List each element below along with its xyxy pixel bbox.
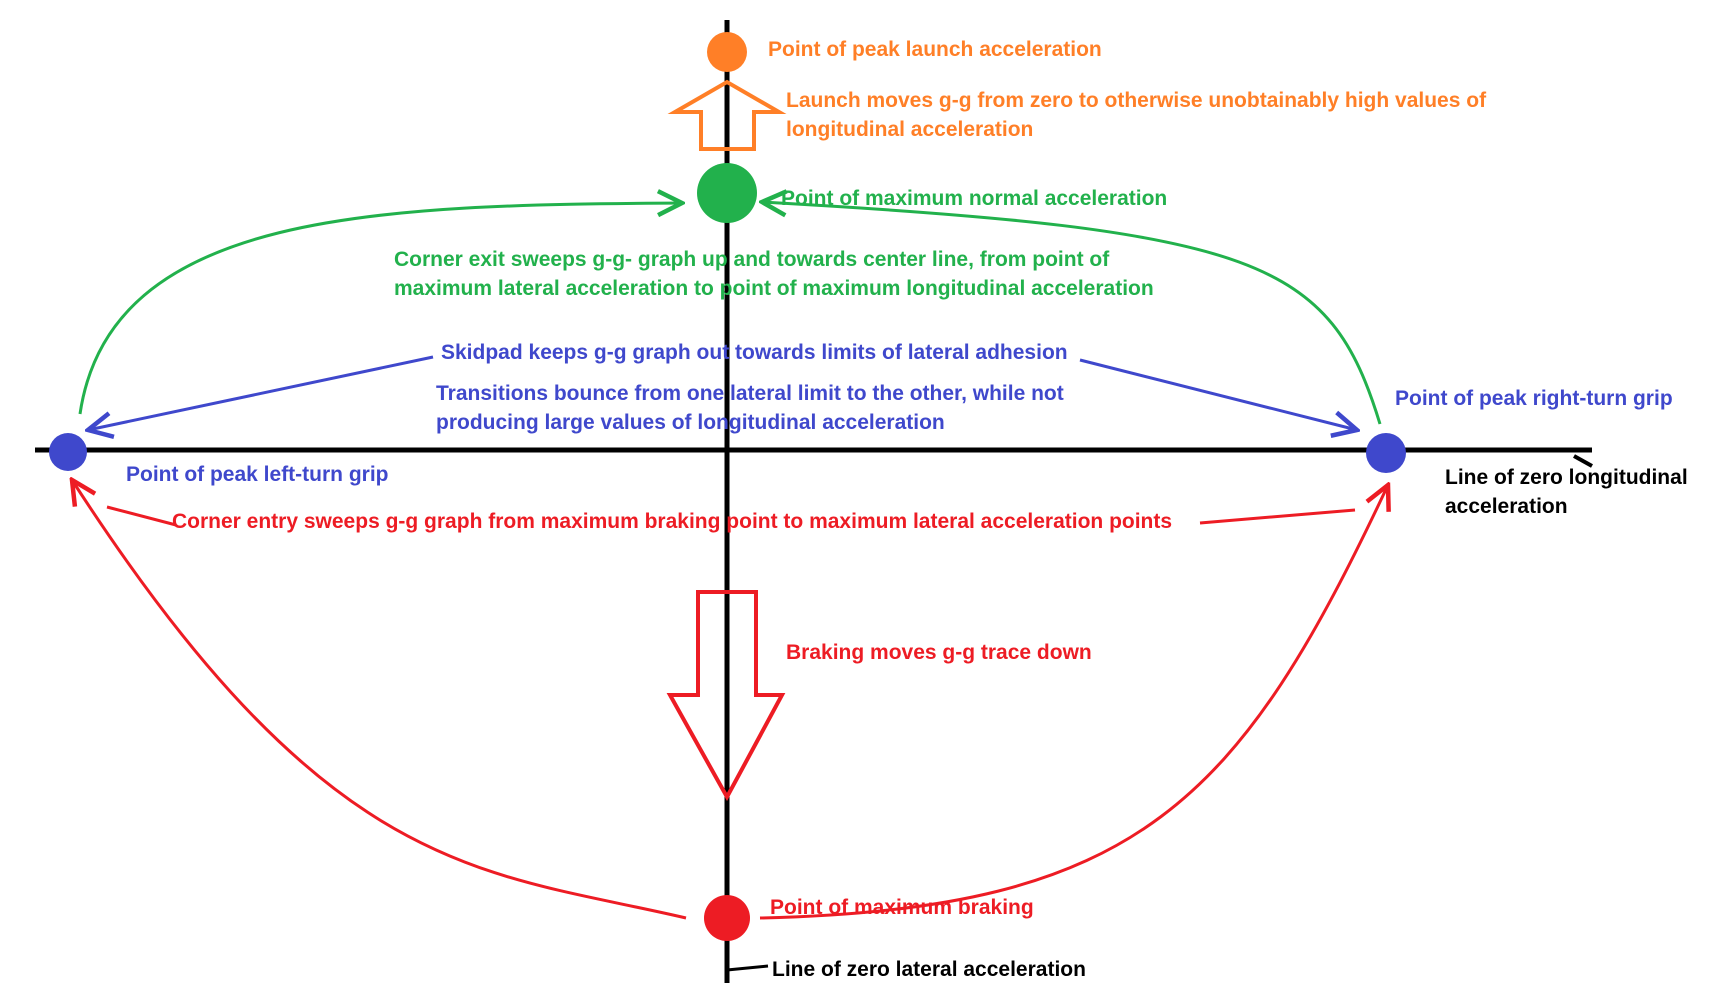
corner-entry-label: Corner entry sweeps g-g graph from maxim…	[172, 510, 1172, 533]
skidpad-left-arrow	[88, 355, 434, 430]
max-braking-label: Point of maximum braking	[770, 896, 1034, 919]
peak-launch-point	[707, 32, 747, 72]
launch-note-line-2: longitudinal acceleration	[786, 118, 1033, 141]
skidpad-right-arrow	[1079, 358, 1357, 430]
launch-up-arrow	[667, 79, 787, 151]
peak-launch-label: Point of peak launch acceleration	[768, 38, 1102, 61]
transitions-line-2: producing large values of longitudinal a…	[436, 411, 945, 434]
braking-down-arrow	[666, 590, 786, 802]
zero-longitudinal-label-line-2: acceleration	[1445, 495, 1568, 518]
peak-right-turn-point	[1366, 433, 1406, 473]
peak-left-turn-point	[49, 433, 87, 471]
zero-longitudinal-label-line-1: Line of zero longitudinal	[1445, 466, 1688, 489]
launch-note-line-1: Launch moves g-g from zero to otherwise …	[786, 89, 1487, 112]
corner-entry-left-pointer	[106, 505, 177, 527]
axis-end-tick	[1573, 454, 1593, 468]
axis-label-tick	[726, 964, 769, 972]
max-normal-point	[697, 163, 757, 223]
corner-exit-left-arrow	[78, 203, 682, 415]
corner-exit-line-2: maximum lateral acceleration to point of…	[394, 277, 1154, 300]
corner-exit-right-arrow	[762, 202, 1382, 425]
corner-exit-line-1: Corner exit sweeps g-g- graph up and tow…	[394, 248, 1110, 271]
corner-entry-right-pointer	[1199, 508, 1356, 525]
zero-lateral-label: Line of zero lateral acceleration	[772, 958, 1086, 981]
max-normal-label: Point of maximum normal acceleration	[781, 187, 1167, 210]
corner-entry-left-arrow	[72, 480, 687, 920]
peak-left-turn-label: Point of peak left-turn grip	[126, 463, 389, 486]
transitions-line-1: Transitions bounce from one lateral limi…	[436, 382, 1064, 405]
peak-right-turn-label: Point of peak right-turn grip	[1395, 387, 1673, 410]
corner-entry-right-arrow	[759, 485, 1388, 920]
max-braking-point	[704, 895, 750, 941]
skidpad-label: Skidpad keeps g-g graph out towards limi…	[441, 341, 1068, 364]
braking-note-label: Braking moves g-g trace down	[786, 641, 1092, 664]
